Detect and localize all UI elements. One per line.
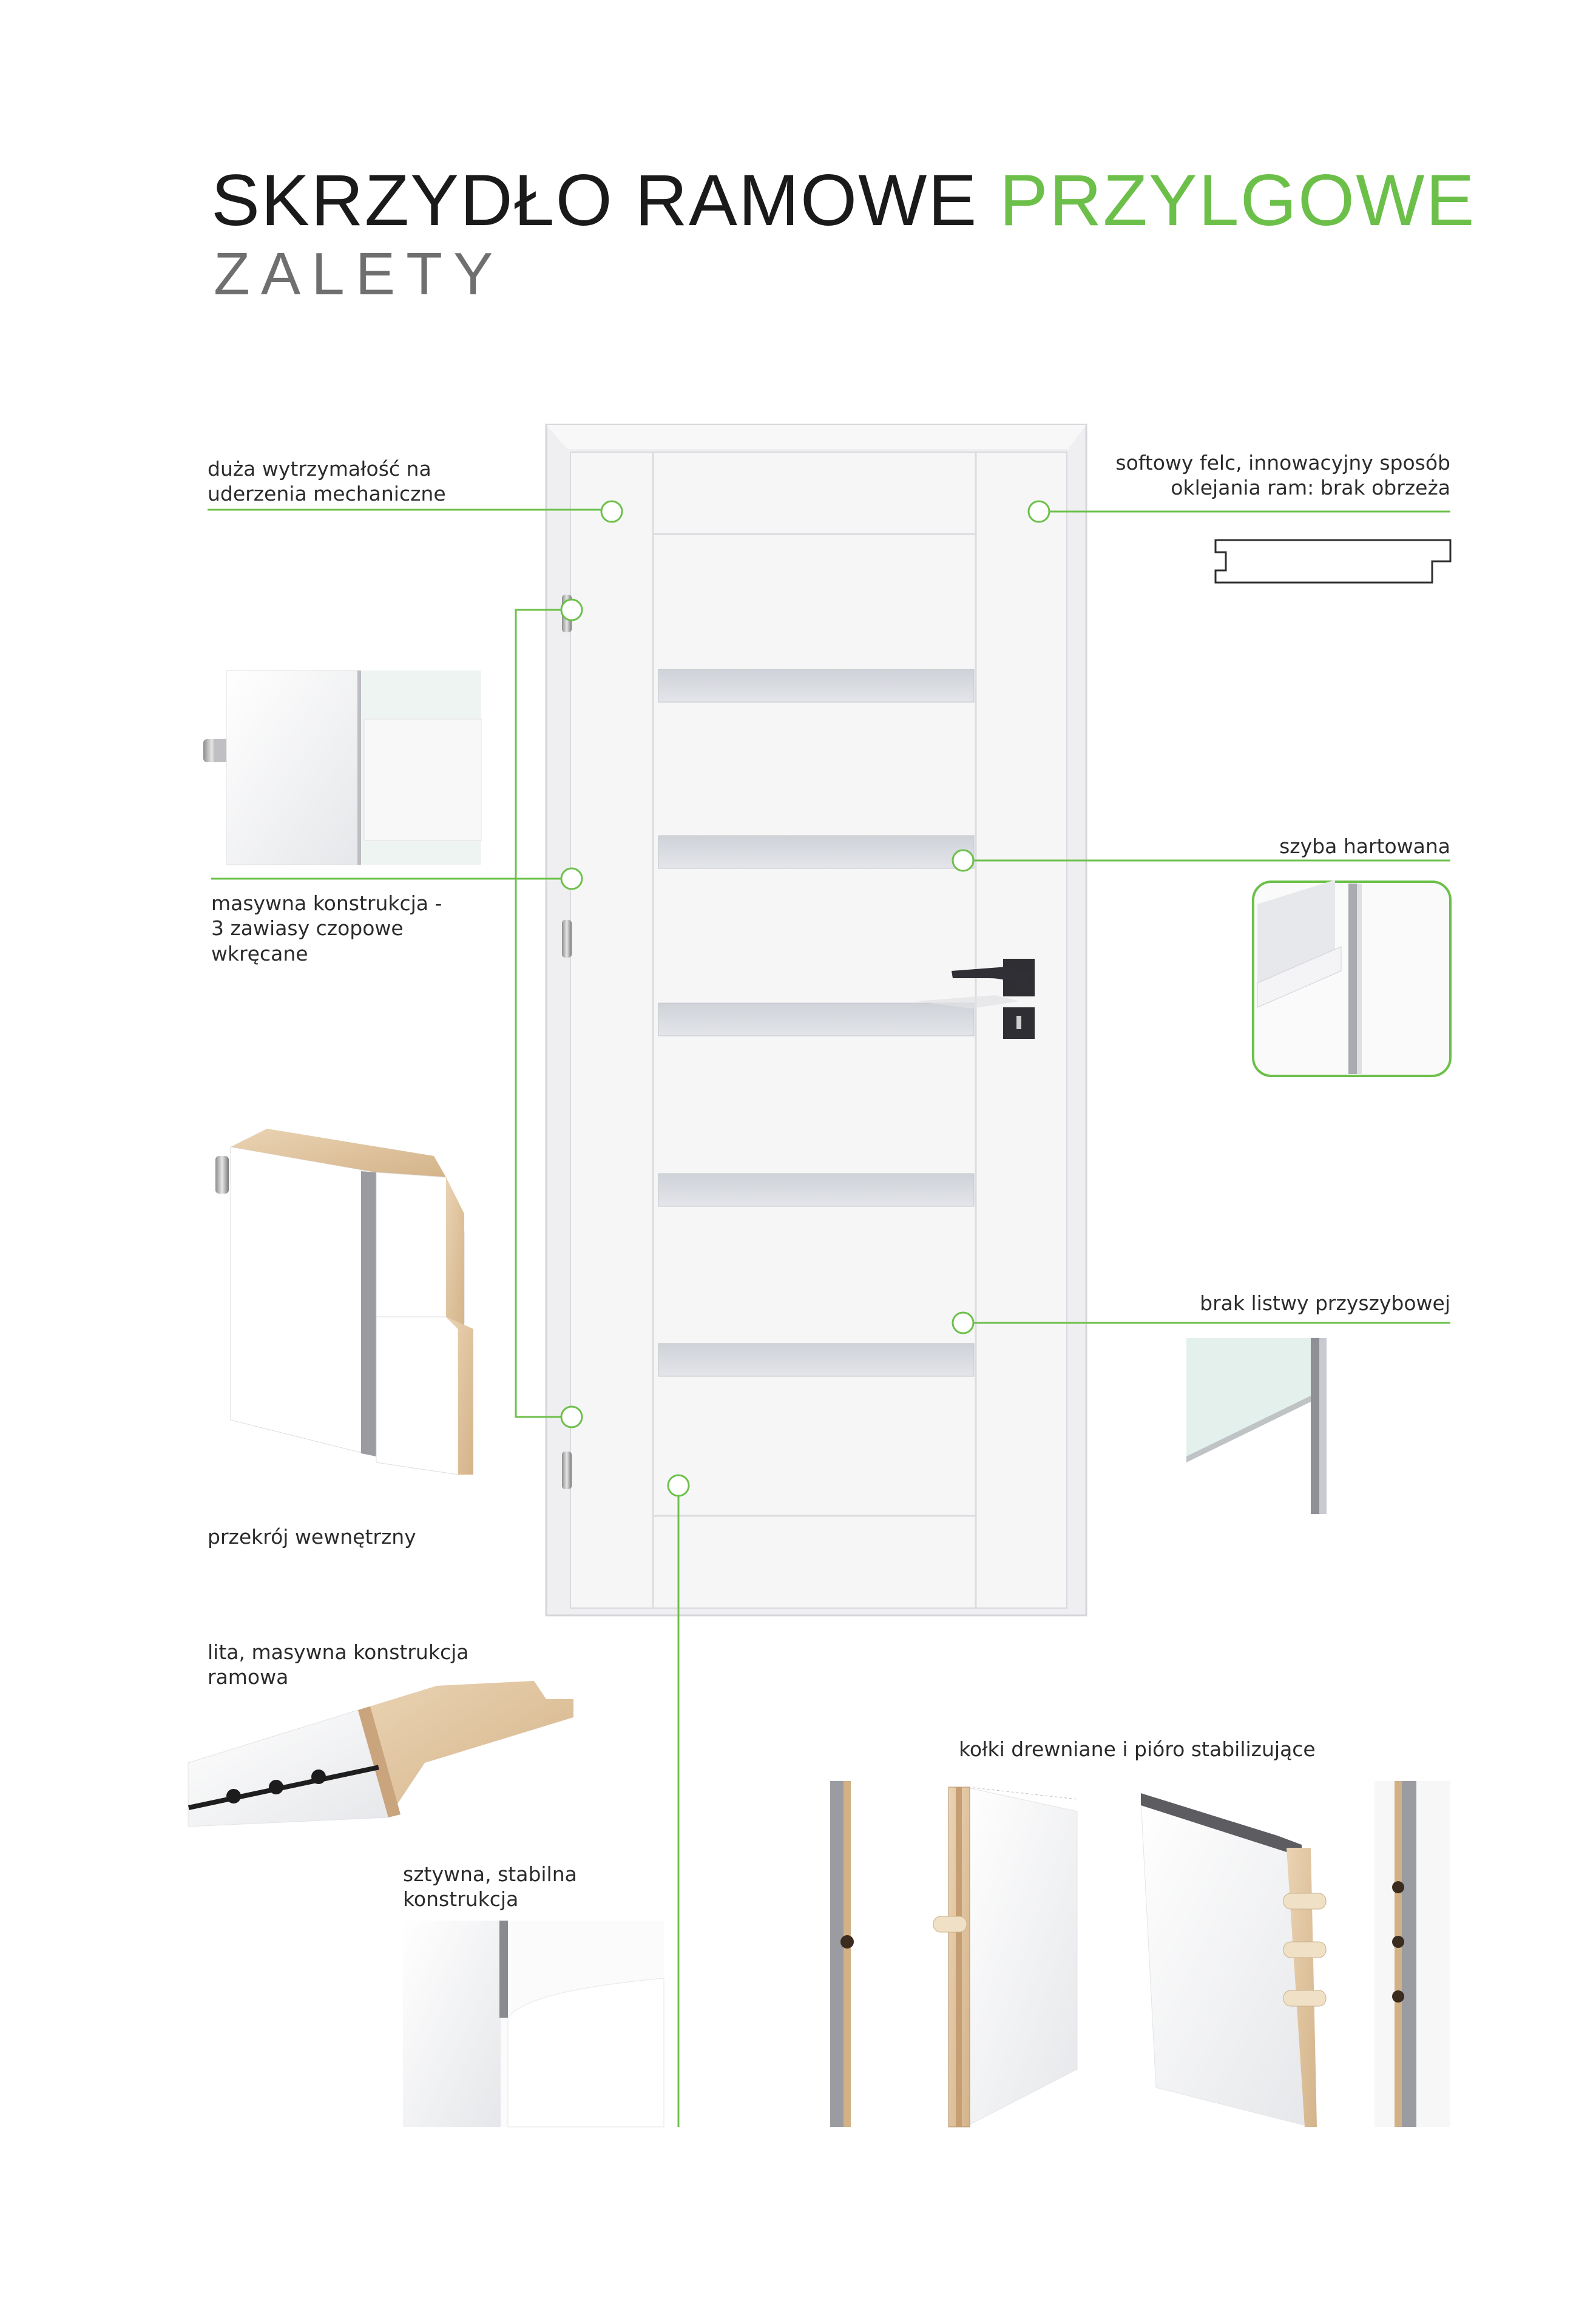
dowel-icon <box>1283 1941 1327 1958</box>
door-handle-icon <box>952 967 1032 988</box>
page-subtitle: ZALETY <box>214 240 504 307</box>
glass-strip <box>658 669 975 703</box>
feature-solid-frame: lita, masywna konstrukcja ramowa <box>208 1640 469 1689</box>
feature-soft-rebate: softowy felc, innowacyjny sposób oklejan… <box>1115 451 1450 500</box>
feature-tempered-glass: szyba hartowana <box>1279 834 1450 858</box>
title-accent: PRZYLGOWE <box>999 160 1476 241</box>
hinge-icon <box>562 920 572 958</box>
door-frame-top <box>546 425 1086 449</box>
feature-cross-section: przekrój wewnętrzny <box>208 1525 416 1549</box>
feature-dowels: kołki drewniane i pióro stabilizujące <box>959 1737 1316 1761</box>
callout-lines <box>208 500 1450 2127</box>
hinge-pin-icon <box>215 1156 229 1194</box>
title-main: SKRZYDŁO RAMOWE <box>211 160 999 241</box>
solid-frame-image <box>188 1681 573 1827</box>
feature-impact-resistance: duża wytrzymałość na uderzenia mechanicz… <box>208 457 446 506</box>
dowels-image <box>830 1781 1450 2128</box>
page-title: SKRZYDŁO RAMOWE PRZYLGOWE <box>211 164 1476 237</box>
no-glazing-bead-image <box>1186 1338 1327 1514</box>
dowel-icon <box>933 1916 967 1933</box>
hinge-icon <box>562 1452 572 1489</box>
glass-strip <box>658 835 975 869</box>
rigid-construction-image <box>403 1921 664 2128</box>
glass-strip <box>658 1173 975 1207</box>
glass-strip <box>658 1002 975 1036</box>
hinge-detail-image <box>203 670 482 865</box>
dowel-icon <box>1283 1893 1327 1910</box>
feature-rigid-construction: sztywna, stabilna konstrukcja <box>403 1862 577 1911</box>
glass-strip <box>658 1343 975 1377</box>
tempered-glass-detail-image <box>1252 880 1452 1077</box>
feature-no-glazing-bead: brak listwy przyszybowej <box>1200 1291 1450 1315</box>
soft-rebate-profile <box>1214 539 1452 584</box>
keyhole-icon <box>1016 1016 1021 1029</box>
dowel-icon <box>1283 1990 1327 2007</box>
feature-hinges: masywna konstrukcja - 3 zawiasy czopowe … <box>211 891 442 965</box>
door-illustration <box>545 424 1087 1617</box>
cross-section-image <box>215 1129 473 1475</box>
